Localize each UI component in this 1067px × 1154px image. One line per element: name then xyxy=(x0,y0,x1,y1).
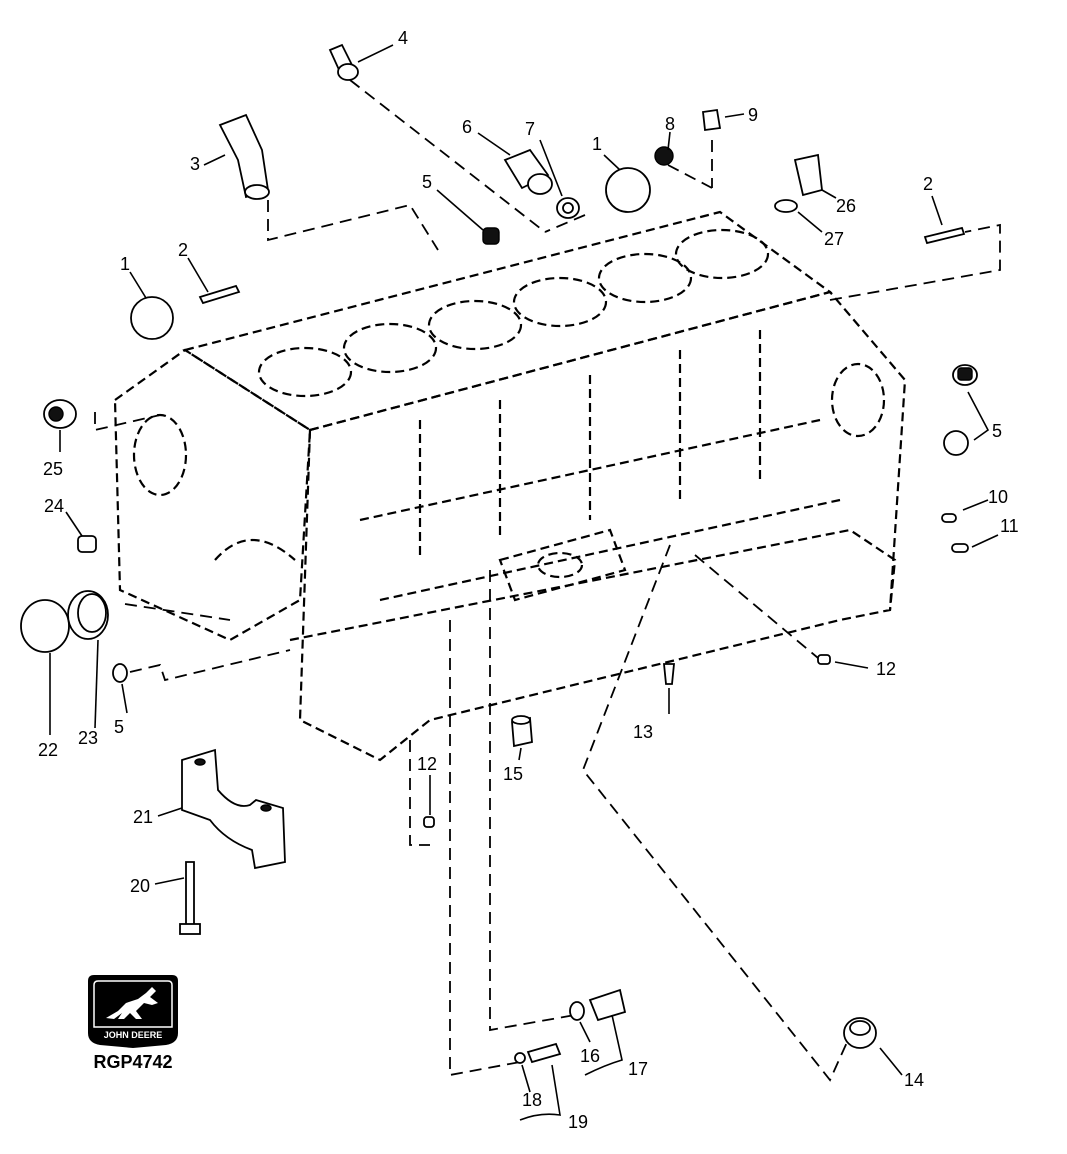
pipe-plug-right xyxy=(817,654,831,665)
callout-labels: 1 1 2 2 3 4 5 5 5 6 7 8 9 10 11 12 12 13… xyxy=(38,28,1019,1132)
callout-14: 14 xyxy=(904,1070,924,1090)
callout-12-right: 12 xyxy=(876,659,896,679)
callout-16: 16 xyxy=(580,1046,600,1066)
o-ring-27 xyxy=(774,199,798,213)
callout-5-right: 5 xyxy=(992,421,1002,441)
callout-18: 18 xyxy=(522,1090,542,1110)
callout-10: 10 xyxy=(988,487,1008,507)
pipe-plug-bottom xyxy=(423,816,435,828)
john-deere-logo: JOHN DEERE xyxy=(88,975,178,1048)
callout-11: 11 xyxy=(1000,516,1019,536)
callout-17: 17 xyxy=(628,1059,648,1079)
expansion-plug xyxy=(843,1017,877,1049)
o-ring-seal xyxy=(556,197,580,219)
callout-5-left: 5 xyxy=(114,717,124,737)
threaded-plug-left xyxy=(112,663,128,683)
coolant-fitting xyxy=(218,113,270,200)
washer-18 xyxy=(514,1052,526,1064)
parts xyxy=(20,43,978,1064)
threaded-plug-right xyxy=(943,430,969,456)
assembly-lines xyxy=(94,79,1001,1082)
callout-leaders xyxy=(49,44,999,1121)
figure-code: RGP4742 xyxy=(93,1052,173,1072)
adapter-fitting xyxy=(503,148,553,195)
small-plug xyxy=(654,146,674,166)
threaded-plug-right-top xyxy=(952,364,978,386)
callout-12-bottom: 12 xyxy=(417,754,437,774)
callout-20: 20 xyxy=(130,876,150,896)
callout-5-top: 5 xyxy=(422,172,432,192)
callout-9: 9 xyxy=(748,105,758,125)
cover-cap xyxy=(20,599,70,653)
main-bearing-cap xyxy=(181,748,286,870)
callout-24: 24 xyxy=(44,496,64,516)
bolt-19 xyxy=(526,1042,562,1064)
callout-2-right: 2 xyxy=(923,174,933,194)
spring-pin xyxy=(941,513,957,523)
cup-plug-left xyxy=(130,296,174,340)
callout-19: 19 xyxy=(568,1112,588,1132)
callout-13: 13 xyxy=(633,722,653,742)
callout-15: 15 xyxy=(503,764,523,784)
callout-1-top: 1 xyxy=(592,134,602,154)
dowel-pin-right xyxy=(923,226,966,245)
callout-23: 23 xyxy=(78,728,98,748)
callout-1-left: 1 xyxy=(120,254,130,274)
callout-3: 3 xyxy=(190,154,200,174)
washer xyxy=(569,1001,585,1021)
fitting-17 xyxy=(588,988,627,1022)
callout-8: 8 xyxy=(665,114,675,134)
logo-wordmark: JOHN DEERE xyxy=(104,1030,163,1040)
callout-6: 6 xyxy=(462,117,472,137)
callout-21: 21 xyxy=(133,807,153,827)
callout-4: 4 xyxy=(398,28,408,48)
callout-22: 22 xyxy=(38,740,58,760)
drain-plug-26 xyxy=(793,153,823,197)
callout-7: 7 xyxy=(525,119,535,139)
dowel-pin-left xyxy=(198,284,241,305)
piston-cooling-nozzle xyxy=(663,663,675,685)
plug-25 xyxy=(43,399,77,429)
callout-26: 26 xyxy=(836,196,856,216)
cap-fitting xyxy=(702,108,722,132)
sensor xyxy=(328,43,359,81)
threaded-plug-top xyxy=(482,227,500,245)
main-bearing-bolt xyxy=(179,861,201,935)
bushing xyxy=(511,715,533,748)
dowel-24 xyxy=(77,535,97,553)
callout-27: 27 xyxy=(824,229,844,249)
straight-pin xyxy=(951,543,969,553)
callout-2-left: 2 xyxy=(178,240,188,260)
callout-25: 25 xyxy=(43,459,63,479)
cup-plug-top xyxy=(605,167,651,213)
seal-ring xyxy=(67,590,109,640)
